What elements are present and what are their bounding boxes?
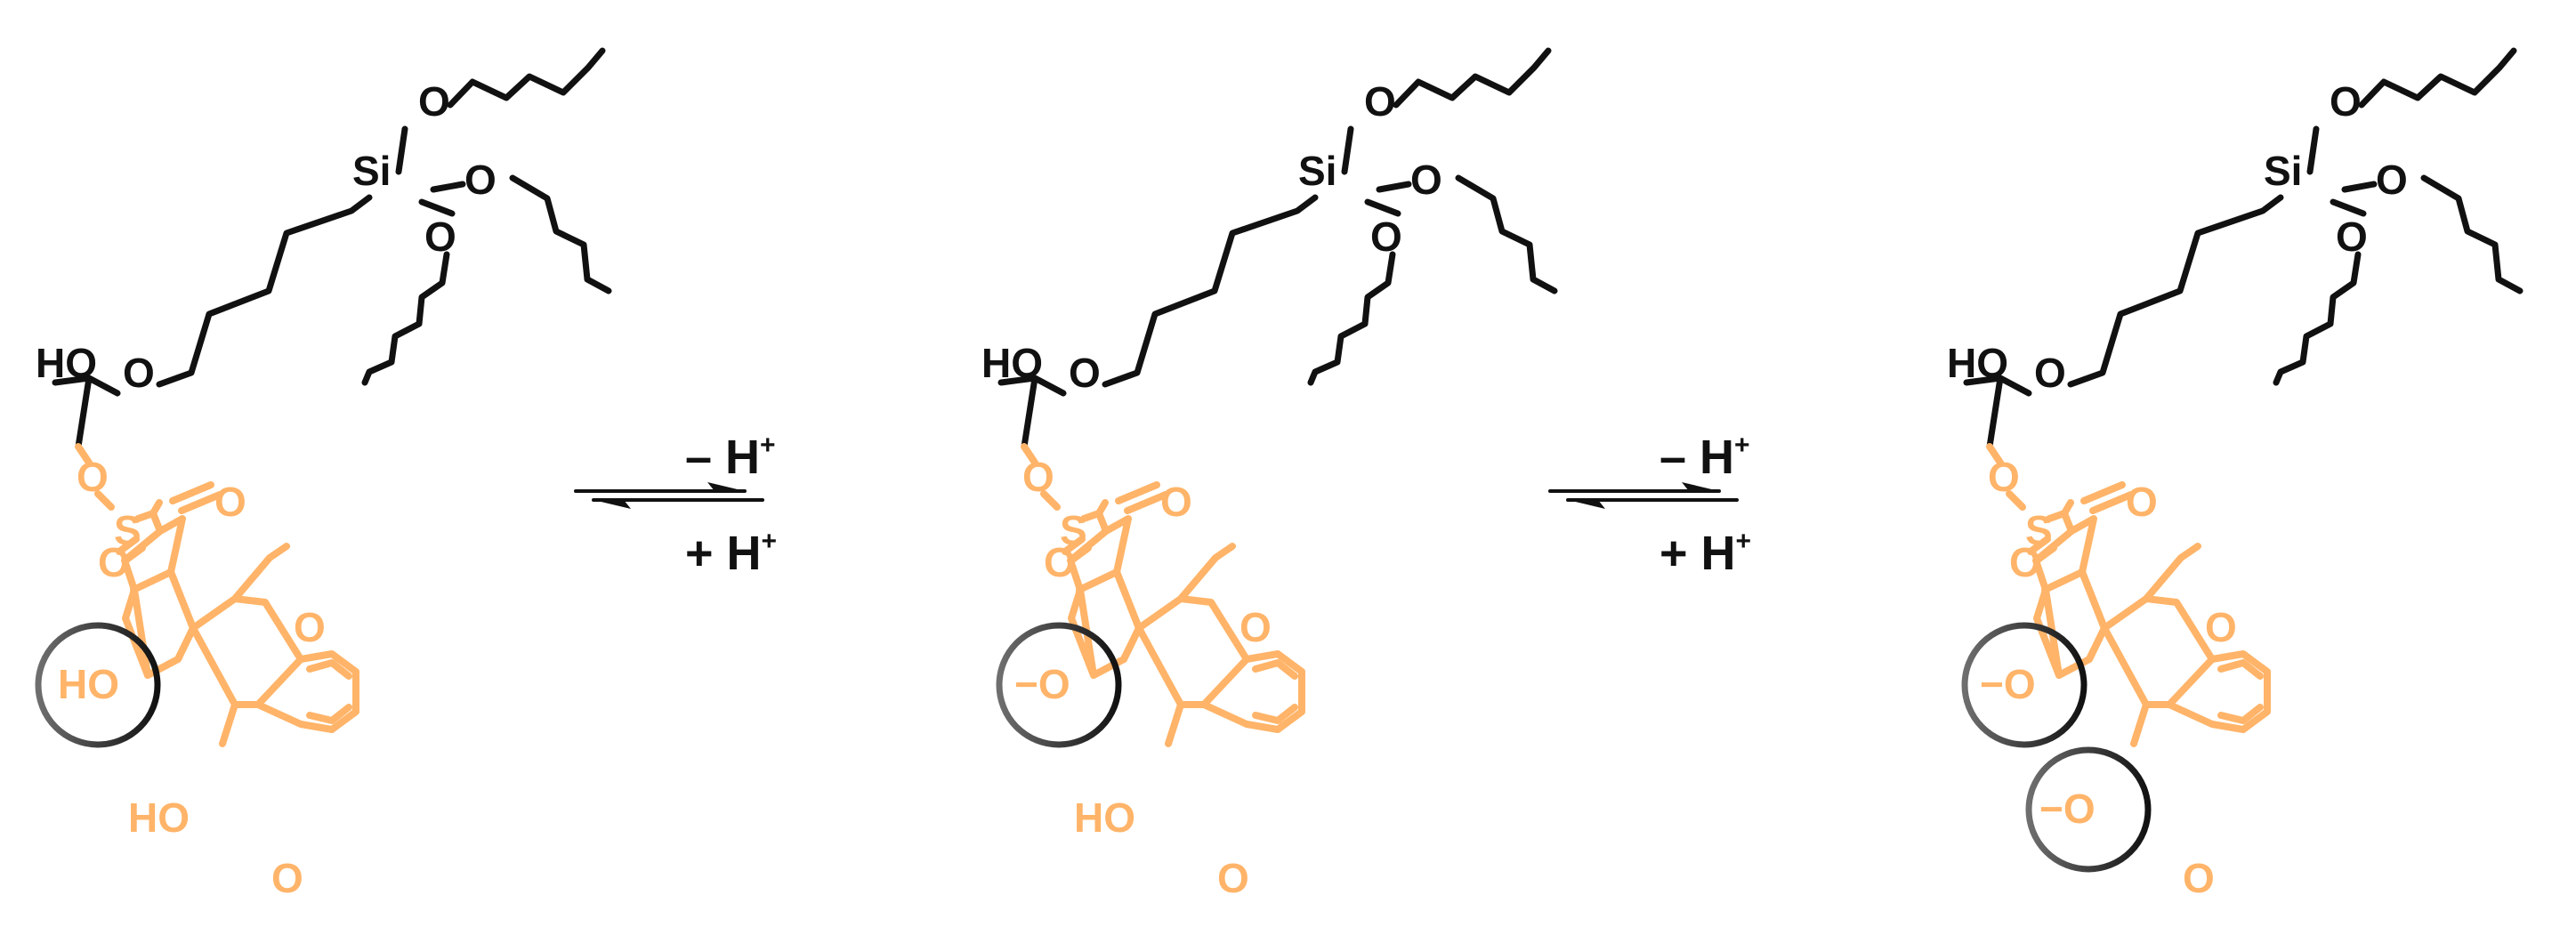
- phenol-label: HO: [128, 794, 190, 841]
- phenolate-label: −O: [1980, 661, 2036, 707]
- hydroxyl-label: HO: [1947, 340, 2008, 386]
- structure-skeleton: [1966, 51, 2520, 744]
- highlight-circle: [2025, 746, 2152, 873]
- oxygen-label: O: [2009, 539, 2041, 585]
- hydroxyl-label: HO: [36, 340, 97, 386]
- oxygen-label: O: [1370, 214, 1402, 260]
- oxygen-label: O: [1364, 78, 1396, 125]
- phenol-label: HO: [58, 661, 119, 707]
- structure-skeleton: [1001, 51, 1554, 744]
- highlight-circle: [996, 622, 1122, 748]
- oxygen-label: O: [1410, 157, 1442, 203]
- sulfur-label: S: [2025, 507, 2053, 553]
- highlight-circle: [35, 622, 161, 748]
- structure-neutral: Si O O O O HO O S O O HO HO O O: [35, 51, 609, 901]
- oxygen-label: O: [98, 539, 130, 585]
- equilibrium-arrow: [574, 480, 764, 511]
- phenolate-label: −O: [2039, 786, 2096, 832]
- oxygen-label: O: [1988, 454, 2020, 500]
- sulfur-label: S: [1060, 507, 1087, 553]
- oxygen-label: O: [1044, 539, 1076, 585]
- oxygen-label: O: [77, 454, 109, 500]
- silicon-label: Si: [352, 148, 391, 194]
- deprotonation-label: – H+: [1659, 431, 1750, 484]
- hydroxyl-label: HO: [981, 340, 1043, 386]
- equilibrium-arrow: [1548, 480, 1739, 511]
- oxygen-label: O: [1160, 479, 1192, 525]
- oxygen-label: O: [123, 350, 155, 396]
- ketone-oxygen-label: O: [1217, 855, 1249, 901]
- oxygen-label: O: [1022, 454, 1054, 500]
- oxygen-label: O: [2336, 214, 2368, 260]
- protonation-label: + H+: [685, 527, 777, 580]
- structure-dianion: Si O O O O HO O S O O −O −O O O: [1947, 51, 2520, 901]
- ketone-oxygen-label: O: [2183, 855, 2215, 901]
- oxygen-label: O: [424, 214, 456, 260]
- silicon-label: Si: [1298, 148, 1336, 194]
- deprotonation-label: – H+: [685, 431, 776, 484]
- phenolate-label: −O: [1014, 661, 1070, 707]
- oxygen-label: O: [464, 157, 497, 203]
- highlight-circle: [1961, 622, 2087, 748]
- phenol-label: HO: [1074, 794, 1135, 841]
- silicon-label: Si: [2264, 148, 2302, 194]
- oxygen-label: O: [2330, 78, 2362, 125]
- ketone-oxygen-label: O: [271, 855, 303, 901]
- sulfur-label: S: [114, 507, 141, 553]
- oxygen-label: O: [2034, 350, 2066, 396]
- ketone-oxygen-label: O: [294, 604, 326, 650]
- oxygen-label: O: [1069, 350, 1101, 396]
- protonation-label: + H+: [1659, 527, 1751, 580]
- ketone-oxygen-label: O: [1240, 604, 1272, 650]
- oxygen-label: O: [2376, 157, 2408, 203]
- oxygen-label: O: [2126, 479, 2158, 525]
- ketone-oxygen-label: O: [2205, 604, 2237, 650]
- oxygen-label: O: [214, 479, 246, 525]
- oxygen-label: O: [418, 78, 450, 125]
- structure-monoanion: Si O O O O HO O S O O −O HO O O: [981, 51, 1554, 901]
